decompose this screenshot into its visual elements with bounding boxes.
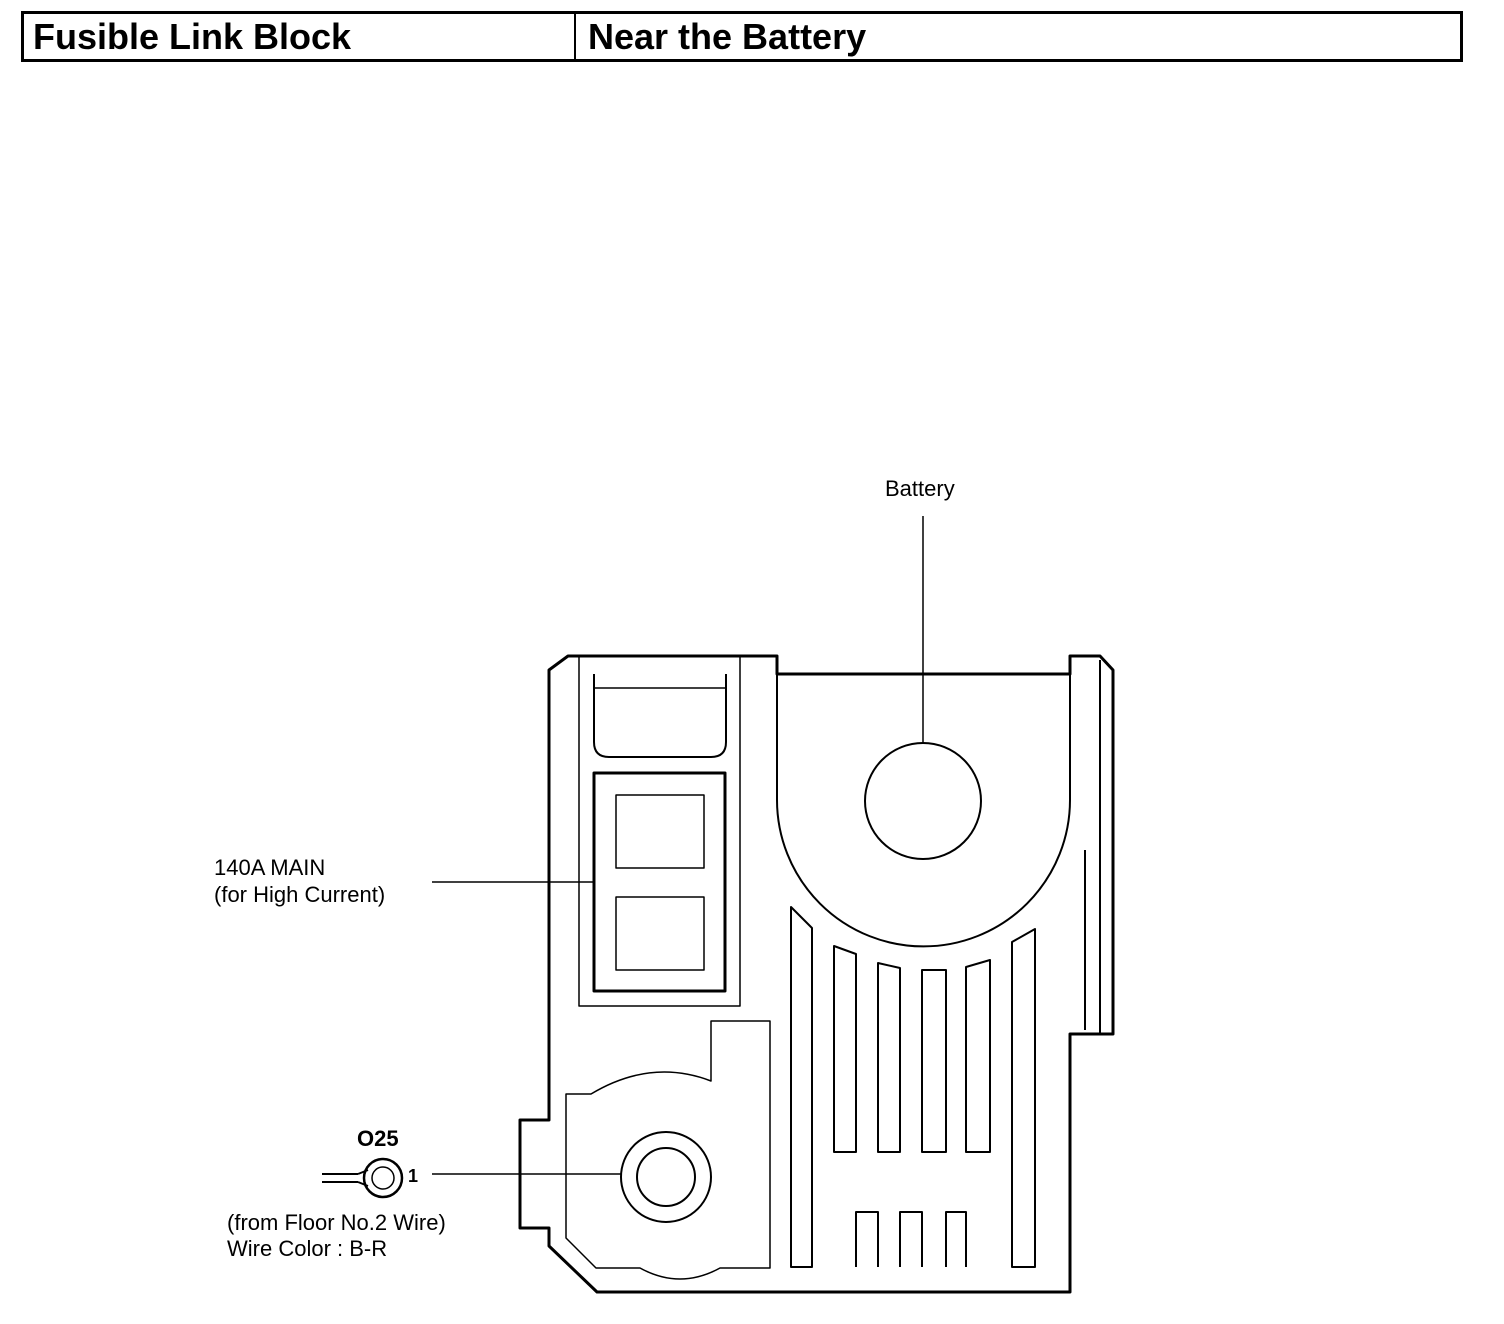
battery-terminal-cavity	[776, 674, 1071, 948]
rib-2	[833, 945, 857, 1153]
main-fuse-label-line1: 140A MAIN	[214, 855, 325, 880]
o25-terminal-inner	[636, 1147, 696, 1207]
rib-4	[921, 969, 947, 1153]
component-name: Fusible Link Block	[24, 14, 576, 59]
o25-terminal-outer	[620, 1131, 712, 1223]
main-fuse-window-upper	[615, 794, 705, 869]
main-fuse-window-lower	[615, 896, 705, 971]
header-table: Fusible Link Block Near the Battery	[21, 11, 1463, 62]
housing-outline	[518, 654, 1115, 1294]
wire-source-label: (from Floor No.2 Wire)	[227, 1210, 446, 1235]
rib-1	[790, 906, 813, 1268]
battery-terminal	[864, 742, 982, 860]
component-location: Near the Battery	[588, 16, 867, 57]
rib-6	[1011, 928, 1036, 1268]
main-fuse-label-line2: (for High Current)	[214, 882, 385, 907]
lower-rib-3	[945, 1211, 967, 1267]
ring-terminal-ring-inner	[371, 1166, 395, 1190]
connector-pin-label: 1	[408, 1166, 418, 1186]
connector-pocket	[565, 1020, 771, 1280]
lower-rib-2	[899, 1211, 923, 1267]
main-fuse-body	[592, 771, 727, 993]
fuse-holder-tab	[593, 674, 727, 758]
ring-terminal-wire	[322, 1173, 358, 1183]
rib-5	[965, 959, 991, 1153]
rib-3	[877, 962, 901, 1153]
fuse-holder-frame	[578, 655, 741, 1007]
connector-id-label: O25	[357, 1126, 399, 1151]
lower-rib-1	[855, 1211, 879, 1267]
battery-label: Battery	[885, 476, 955, 501]
ring-terminal-ring-outer	[362, 1157, 404, 1199]
wire-color-label: Wire Color : B-R	[227, 1236, 387, 1261]
